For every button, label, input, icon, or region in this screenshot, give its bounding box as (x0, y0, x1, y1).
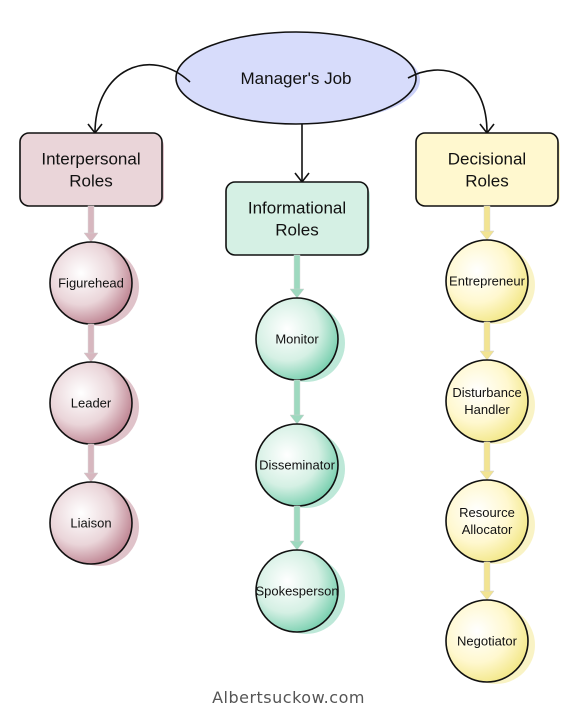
connector-interpersonal (94, 64, 191, 134)
role-label: Figurehead (58, 276, 124, 291)
flow-arrow (479, 321, 495, 361)
role-node-liaison: Liaison (49, 481, 139, 566)
flow-arrow (289, 505, 305, 551)
credit-text: Albertsuckow.com (212, 688, 365, 707)
role-label: Leader (71, 396, 112, 411)
role-node-spokesperson: Spokesperson (255, 549, 345, 634)
role-node-monitor: Monitor (255, 297, 345, 382)
role-node-figurehead: Figurehead (49, 241, 139, 326)
role-label: Monitor (275, 332, 319, 347)
flow-arrow (479, 205, 495, 241)
role-label: Disseminator (259, 458, 336, 473)
role-node-entrepreneur: Entrepreneur (445, 239, 535, 324)
flow-arrow (83, 443, 99, 483)
flow-arrow (479, 561, 495, 601)
role-node-negotiator: Negotiator (445, 599, 535, 684)
role-label: Negotiator (457, 634, 518, 649)
role-label: Spokesperson (255, 584, 338, 599)
flow-arrow (289, 254, 305, 299)
role-node-leader: Leader (49, 361, 139, 446)
role-node-disseminator: Disseminator (255, 423, 345, 508)
connector-decisional (407, 69, 488, 134)
flow-arrow (83, 205, 99, 243)
flow-arrow (289, 379, 305, 425)
flow-arrow (83, 323, 99, 363)
flow-arrow (479, 441, 495, 481)
role-label: Entrepreneur (449, 274, 526, 289)
role-label: Liaison (70, 516, 111, 531)
root-node: Manager's Job (175, 31, 420, 125)
root-label: Manager's Job (241, 69, 352, 88)
